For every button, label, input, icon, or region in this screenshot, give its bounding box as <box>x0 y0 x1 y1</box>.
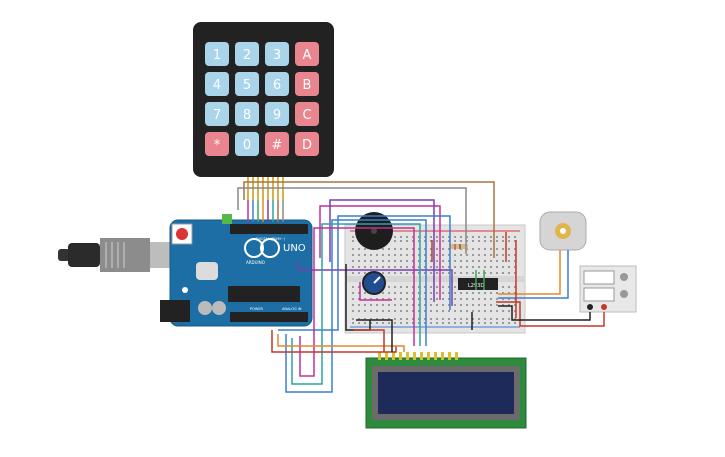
wire <box>299 227 415 377</box>
keypad-key[interactable] <box>265 42 289 66</box>
keypad-key[interactable] <box>265 102 289 126</box>
circuit-wires <box>237 181 605 393</box>
piezo-buzzer <box>355 212 393 250</box>
keypad-key[interactable] <box>295 132 319 156</box>
keypad-key[interactable] <box>265 132 289 156</box>
power-label: POWER <box>250 307 264 311</box>
keypad-key[interactable] <box>295 102 319 126</box>
wire <box>356 319 393 352</box>
wire <box>498 250 561 295</box>
power-jack <box>160 300 190 322</box>
wire <box>277 334 405 352</box>
usb-port <box>196 262 218 280</box>
keypad-key-label: 8 <box>243 108 251 123</box>
keypad-key-label: 6 <box>273 78 281 93</box>
keypad-keys: 1 2 3 A 4 5 6 B 7 8 9 C * 0 # D <box>205 42 319 156</box>
keypad-key[interactable] <box>205 72 229 96</box>
wire <box>285 219 427 393</box>
wire <box>359 282 392 301</box>
keypad-4x4[interactable]: 1 2 3 A 4 5 6 B 7 8 9 C * 0 # D <box>193 22 334 200</box>
keypad-key[interactable] <box>295 72 319 96</box>
arduino-model: UNO <box>283 243 306 254</box>
keypad-key[interactable] <box>235 42 259 66</box>
wire <box>354 329 385 352</box>
dc-motor <box>539 211 587 251</box>
keypad-key[interactable] <box>295 42 319 66</box>
wire <box>498 305 591 321</box>
wire <box>271 330 397 353</box>
keypad-key-label: 0 <box>243 138 251 153</box>
keypad-key-label: D <box>302 138 312 153</box>
keypad-key-label: C <box>302 108 311 123</box>
keypad-key-label: # <box>272 138 283 153</box>
keypad-wires <box>247 200 284 222</box>
keypad-key[interactable] <box>205 132 229 156</box>
keypad-key-label: A <box>303 48 312 63</box>
usb-cable <box>58 238 178 272</box>
keypad-key[interactable] <box>205 42 229 66</box>
resistor <box>450 244 468 249</box>
wire <box>496 301 605 327</box>
keypad-key-label: 1 <box>213 48 221 63</box>
keypad-key-label: 5 <box>243 78 251 93</box>
keypad-key[interactable] <box>235 102 259 126</box>
keypad-key-label: * <box>214 138 221 153</box>
keypad-key[interactable] <box>235 72 259 96</box>
atmega-chip <box>228 286 300 302</box>
wire <box>297 262 453 306</box>
lcd-16x2 <box>365 352 527 429</box>
analog-label: ANALOG IN <box>282 307 302 311</box>
keypad-key-label: B <box>303 78 312 93</box>
l293d-ic: L293D <box>458 278 498 290</box>
led-indicator <box>222 214 232 224</box>
keypad-key-label: 2 <box>243 48 251 63</box>
wire <box>319 205 441 300</box>
potentiometer[interactable] <box>362 271 386 295</box>
keypad-key-label: 4 <box>213 78 221 93</box>
arduino-logo-icon <box>244 238 264 258</box>
digital-label: DIGITAL (PWM~) <box>256 237 286 241</box>
keypad-key-label: 7 <box>213 108 221 123</box>
wire <box>498 250 569 299</box>
arduino-brand: ARDUINO <box>246 260 265 265</box>
analog-header <box>230 312 308 322</box>
wire <box>237 187 467 254</box>
digital-header <box>230 224 308 234</box>
keypad-key[interactable] <box>205 102 229 126</box>
wire <box>329 199 435 302</box>
wire <box>291 223 421 385</box>
keypad-key-label: 9 <box>273 108 281 123</box>
wire <box>278 215 451 331</box>
arduino-uno-board[interactable]: ARDUINO UNO DIGITAL (PWM~) POWER ANALOG … <box>160 214 313 327</box>
keypad-key[interactable] <box>265 72 289 96</box>
keypad-key[interactable] <box>235 132 259 156</box>
power-supply <box>579 265 637 313</box>
keypad-key-label: 3 <box>273 48 281 63</box>
wire <box>243 181 495 258</box>
